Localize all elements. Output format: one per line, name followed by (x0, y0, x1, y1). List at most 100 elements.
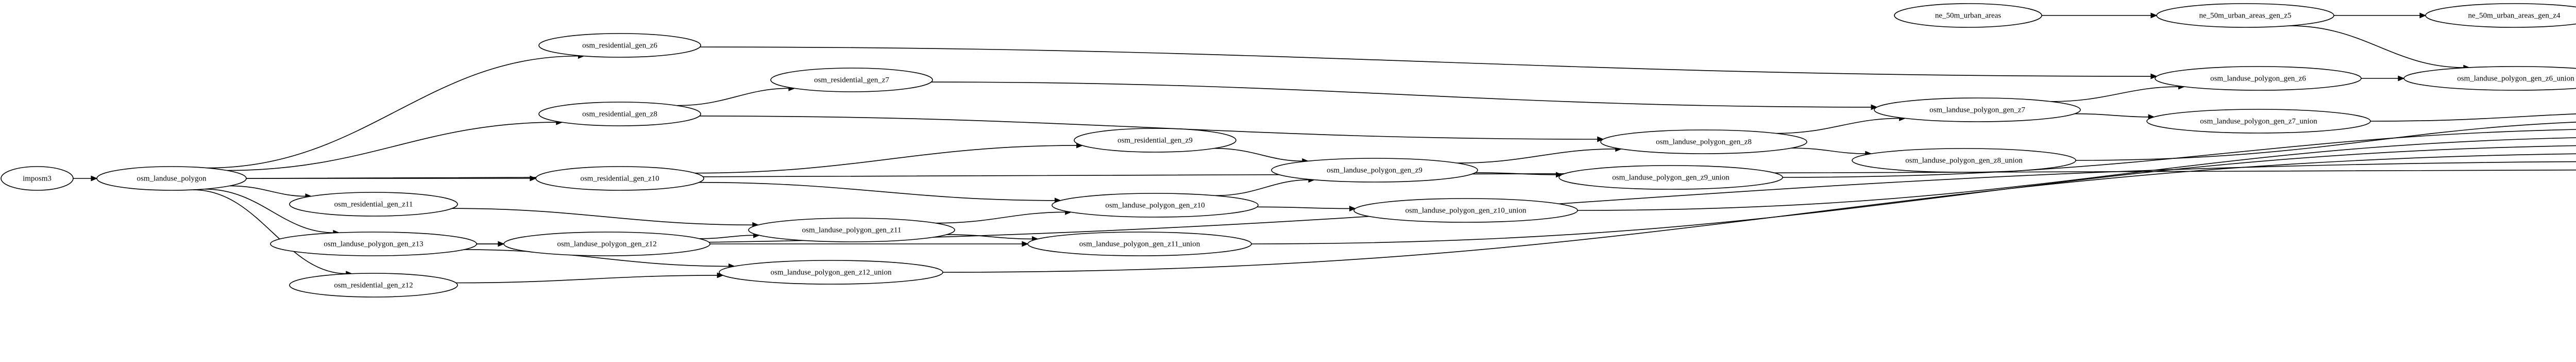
node-label-osm_landuse_polygon_gen_z9_union: osm_landuse_polygon_gen_z9_union (1612, 173, 1730, 182)
node-osm_residential_gen_z6[interactable]: osm_residential_gen_z6 (538, 33, 701, 58)
edge-osm_residential_gen_z8-to-osm_landuse_polygon_gen_z8 (699, 116, 1604, 142)
node-shape-osm_landuse_polygon_gen_z11 (748, 218, 955, 242)
node-osm_landuse_polygon_gen_z9[interactable]: osm_landuse_polygon_gen_z9 (1271, 158, 1478, 183)
edge-osm_landuse_polygon_gen_z12-to-osm_landuse_polygon_gen_z11 (699, 232, 760, 239)
node-label-osm_residential_gen_z6: osm_residential_gen_z6 (582, 41, 657, 50)
edge-osm_landuse_polygon_gen_z9_union-to-layer_landuse-z9 (1782, 129, 2576, 178)
node-osm_landuse_polygon_gen_z12_union[interactable]: osm_landuse_polygon_gen_z12_union (719, 260, 943, 285)
node-label-osm_landuse_polygon_gen_z10_union: osm_landuse_polygon_gen_z10_union (1405, 206, 1527, 215)
node-osm_residential_gen_z12[interactable]: osm_residential_gen_z12 (289, 273, 458, 298)
node-ne_50m_urban_areas_gen_z4[interactable]: ne_50m_urban_areas_gen_z4 (2425, 3, 2576, 28)
edge-ne_50m_urban_areas_gen_z5-to-osm_landuse_polygon_gen_z6_union (2289, 25, 2470, 71)
node-shape-osm_residential_gen_z12 (289, 273, 458, 298)
node-shape-ne_50m_urban_areas_gen_z5 (2156, 3, 2334, 28)
edge-osm_landuse_polygon_gen_z10-to-osm_landuse_polygon_gen_z9 (1215, 177, 1315, 196)
node-shape-osm_landuse_polygon_gen_z8 (1600, 129, 1807, 154)
node-label-osm_landuse_polygon_gen_z8: osm_landuse_polygon_gen_z8 (1656, 138, 1752, 146)
edge-osm_landuse_polygon_gen_z12_union-to-layer_landuse-z12 (942, 153, 2576, 273)
node-osm_landuse_polygon[interactable]: osm_landuse_polygon (96, 166, 247, 191)
edge-osm_residential_gen_z12-to-osm_landuse_polygon_gen_z12_union (455, 272, 724, 284)
node-label-osm_landuse_polygon: osm_landuse_polygon (137, 174, 207, 183)
node-shape-imposm3 (1, 166, 74, 191)
node-label-osm_residential_gen_z8: osm_residential_gen_z8 (582, 110, 657, 118)
node-label-osm_landuse_polygon_gen_z11_union: osm_landuse_polygon_gen_z11_union (1079, 240, 1200, 248)
node-imposm3[interactable]: imposm3 (1, 166, 74, 191)
node-osm_residential_gen_z11[interactable]: osm_residential_gen_z11 (289, 192, 458, 217)
edge-osm_residential_gen_z8-to-osm_residential_gen_z7 (676, 85, 795, 106)
node-label-imposm3: imposm3 (23, 174, 52, 183)
node-shape-osm_landuse_polygon_gen_z6 (2155, 66, 2362, 91)
node-label-osm_landuse_polygon_gen_z9: osm_landuse_polygon_gen_z9 (1327, 166, 1422, 174)
node-shape-osm_landuse_polygon_gen_z10 (1052, 193, 1259, 218)
node-osm_residential_gen_z8[interactable]: osm_residential_gen_z8 (538, 102, 701, 126)
node-label-osm_landuse_polygon_gen_z10: osm_landuse_polygon_gen_z10 (1105, 201, 1205, 209)
node-label-osm_landuse_polygon_gen_z8_union: osm_landuse_polygon_gen_z8_union (1905, 156, 2023, 164)
node-osm_residential_gen_z9[interactable]: osm_residential_gen_z9 (1074, 128, 1236, 153)
node-osm_landuse_polygon_gen_z7_union[interactable]: osm_landuse_polygon_gen_z7_union (2146, 109, 2371, 134)
node-osm_residential_gen_z10[interactable]: osm_residential_gen_z10 (535, 166, 704, 191)
edge-osm_landuse_polygon_gen_z7-to-osm_landuse_polygon_gen_z6 (2051, 84, 2185, 102)
node-label-osm_landuse_polygon_gen_z13: osm_landuse_polygon_gen_z13 (324, 240, 423, 248)
edge-osm_landuse_polygon_gen_z8-to-osm_landuse_polygon_gen_z8_union (1791, 147, 1872, 157)
node-shape-osm_landuse_polygon_gen_z6_union (2403, 66, 2576, 91)
node-label-osm_residential_gen_z11: osm_residential_gen_z11 (334, 200, 413, 208)
edge-ne_50m_urban_areas_gen_z5-to-ne_50m_urban_areas_gen_z4 (2334, 12, 2427, 19)
node-label-osm_landuse_polygon_gen_z7_union: osm_landuse_polygon_gen_z7_union (2200, 117, 2317, 125)
node-osm_landuse_polygon_gen_z6_union[interactable]: osm_landuse_polygon_gen_z6_union (2403, 66, 2576, 91)
node-osm_landuse_polygon_gen_z11[interactable]: osm_landuse_polygon_gen_z11 (748, 218, 955, 242)
node-shape-osm_landuse_polygon_gen_z9 (1271, 158, 1478, 183)
edge-osm_landuse_polygon_gen_z7-to-osm_landuse_polygon_gen_z7_union (2074, 113, 2155, 120)
node-osm_landuse_polygon_gen_z12[interactable]: osm_landuse_polygon_gen_z12 (503, 232, 710, 256)
edge-osm_landuse_polygon_gen_z8_union-to-layer_landuse-z8 (2075, 121, 2576, 161)
edge-osm_landuse_polygon_gen_z10-to-osm_landuse_polygon_gen_z10_union (1257, 205, 1357, 211)
node-osm_landuse_polygon_gen_z9_union[interactable]: osm_landuse_polygon_gen_z9_union (1558, 165, 1783, 190)
edge-osm_landuse_polygon_gen_z9-to-osm_landuse_polygon_gen_z9_union (1475, 172, 1563, 178)
node-shape-osm_residential_gen_z10 (535, 166, 704, 191)
edge-osm_landuse_polygon_gen_z9-to-osm_landuse_polygon_gen_z8 (1457, 146, 1622, 164)
edge-osm_residential_gen_z10-to-osm_landuse_polygon_gen_z10 (699, 182, 1062, 204)
node-osm_landuse_polygon_gen_z8_union[interactable]: osm_landuse_polygon_gen_z8_union (1852, 148, 2076, 173)
edge-osm_residential_gen_z6-to-osm_landuse_polygon_gen_z6 (700, 46, 2158, 79)
node-osm_residential_gen_z7[interactable]: osm_residential_gen_z7 (770, 68, 933, 92)
edge-osm_landuse_polygon_gen_z11-to-osm_landuse_polygon_gen_z10 (936, 209, 1072, 224)
edge-osm_residential_gen_z9-to-osm_landuse_polygon_gen_z9 (1214, 147, 1309, 164)
edge-osm_landuse_polygon_gen_z7_union-to-layer_landuse-z7 (2370, 113, 2576, 122)
edge-imposm3-to-osm_landuse_polygon (73, 175, 98, 182)
node-label-osm_residential_gen_z12: osm_residential_gen_z12 (334, 281, 413, 289)
node-shape-osm_landuse_polygon_gen_z10_union (1353, 198, 1578, 223)
node-osm_landuse_polygon_gen_z11_union[interactable]: osm_landuse_polygon_gen_z11_union (1027, 232, 1252, 256)
node-shape-osm_landuse_polygon_gen_z7 (1874, 97, 2081, 122)
node-osm_landuse_polygon_gen_z13[interactable]: osm_landuse_polygon_gen_z13 (270, 232, 477, 256)
node-shape-ne_50m_urban_areas_gen_z4 (2425, 3, 2576, 28)
node-label-osm_landuse_polygon_gen_z12_union: osm_landuse_polygon_gen_z12_union (771, 268, 892, 276)
node-shape-osm_landuse_polygon_gen_z12 (503, 232, 710, 256)
node-osm_landuse_polygon_gen_z10[interactable]: osm_landuse_polygon_gen_z10 (1052, 193, 1259, 218)
node-layer: imposm3 osm_landuse_polygon osm_residentia… (1, 3, 2576, 298)
node-osm_landuse_polygon_gen_z8[interactable]: osm_landuse_polygon_gen_z8 (1600, 129, 1807, 154)
edge-osm_landuse_polygon_gen_z10_union-to-layer_landuse-z10 (1577, 137, 2576, 211)
node-label-osm_landuse_polygon_gen_z12: osm_landuse_polygon_gen_z12 (557, 240, 656, 248)
node-shape-osm_residential_gen_z6 (538, 33, 701, 58)
edge-osm_landuse_polygon_gen_z8-to-osm_landuse_polygon_gen_z7 (1776, 115, 1906, 134)
edge-osm_landuse_polygon_gen_z11_union-to-layer_landuse-z11 (1251, 145, 2576, 244)
node-shape-osm_landuse_polygon_gen_z12_union (719, 260, 943, 285)
node-label-osm_landuse_polygon_gen_z6: osm_landuse_polygon_gen_z6 (2210, 74, 2306, 83)
edge-osm_landuse_polygon-to-osm_residential_gen_z8 (227, 119, 563, 171)
node-label-ne_50m_urban_areas: ne_50m_urban_areas (1935, 11, 2001, 20)
node-label-ne_50m_urban_areas_gen_z4: ne_50m_urban_areas_gen_z4 (2468, 11, 2561, 20)
node-ne_50m_urban_areas_gen_z5[interactable]: ne_50m_urban_areas_gen_z5 (2156, 3, 2334, 28)
node-shape-osm_landuse_polygon (96, 166, 247, 191)
node-label-osm_landuse_polygon_gen_z6_union: osm_landuse_polygon_gen_z6_union (2457, 74, 2574, 83)
edge-osm_residential_gen_z10-to-osm_residential_gen_z9 (694, 142, 1083, 174)
edge-osm_landuse_polygon-to-osm_residential_gen_z6 (207, 53, 585, 169)
edge-osm_landuse_polygon_gen_z12-to-osm_landuse_polygon_gen_z11_union (710, 241, 1029, 247)
node-shape-osm_landuse_polygon_gen_z11_union (1027, 232, 1252, 256)
node-osm_landuse_polygon_gen_z7[interactable]: osm_landuse_polygon_gen_z7 (1874, 97, 2081, 122)
node-label-osm_landuse_polygon_gen_z7: osm_landuse_polygon_gen_z7 (1929, 106, 2025, 114)
node-osm_landuse_polygon_gen_z6[interactable]: osm_landuse_polygon_gen_z6 (2155, 66, 2362, 91)
node-ne_50m_urban_areas[interactable]: ne_50m_urban_areas (1894, 3, 2042, 28)
node-osm_landuse_polygon_gen_z10_union[interactable]: osm_landuse_polygon_gen_z10_union (1353, 198, 1578, 223)
node-shape-osm_residential_gen_z7 (770, 68, 933, 92)
node-shape-osm_landuse_polygon_gen_z8_union (1852, 148, 2076, 173)
